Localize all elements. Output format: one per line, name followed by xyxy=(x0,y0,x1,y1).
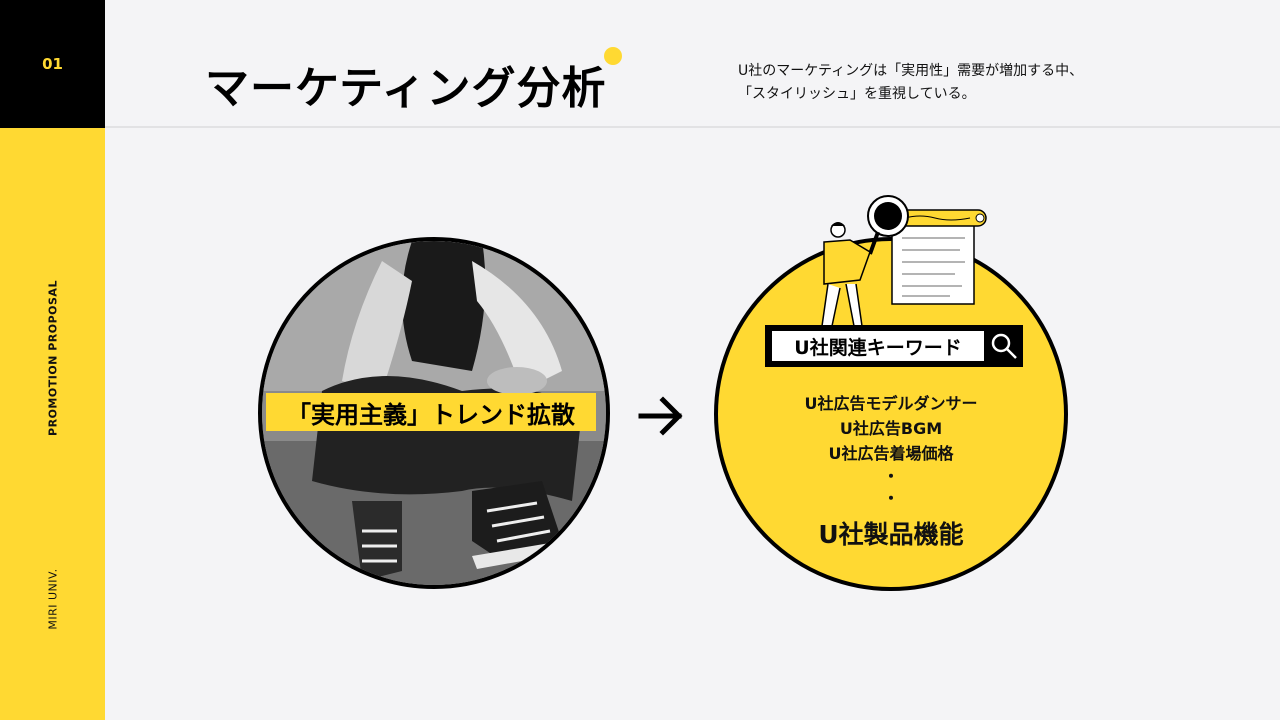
search-icon xyxy=(991,333,1017,359)
page-number: 01 xyxy=(42,55,63,73)
sidebar: 01 PROMOTION PROPOSAL MIRI UNIV. xyxy=(0,0,105,720)
keyword-search-field: U社関連キーワード xyxy=(772,331,984,361)
keyword-highlight: U社製品機能 xyxy=(818,520,964,549)
university-label: MIRI UNIV. xyxy=(46,568,60,630)
keyword-ellipsis-dot: ・ xyxy=(882,489,899,508)
person-with-magnifier-illustration xyxy=(821,195,987,327)
description-line-2: 「スタイリッシュ」を重視している。 xyxy=(738,86,976,102)
page-title: マーケティング分析 xyxy=(205,63,607,114)
keyword-item: U社広告モデルダンサー xyxy=(804,394,978,413)
accent-dot xyxy=(604,47,622,65)
header-divider xyxy=(105,126,1280,128)
keyword-item: U社広告BGM xyxy=(839,419,943,438)
keyword-search-bar: U社関連キーワード xyxy=(765,325,1023,367)
page-number-box: 01 xyxy=(0,0,105,128)
page-description: U社のマーケティングは「実用性」需要が増加する中、 「スタイリッシュ」を重視して… xyxy=(738,60,1083,106)
keyword-circle xyxy=(714,237,1068,591)
keyword-ellipsis-dot: ・ xyxy=(882,467,899,486)
keyword-item: U社広告着場価格 xyxy=(828,444,954,463)
promotion-proposal-label: PROMOTION PROPOSAL xyxy=(46,280,60,436)
description-line-1: U社のマーケティングは「実用性」需要が増加する中、 xyxy=(738,63,1084,79)
trend-label: 「実用主義」トレンド拡散 xyxy=(266,393,596,431)
right-arrow-icon xyxy=(638,396,683,436)
